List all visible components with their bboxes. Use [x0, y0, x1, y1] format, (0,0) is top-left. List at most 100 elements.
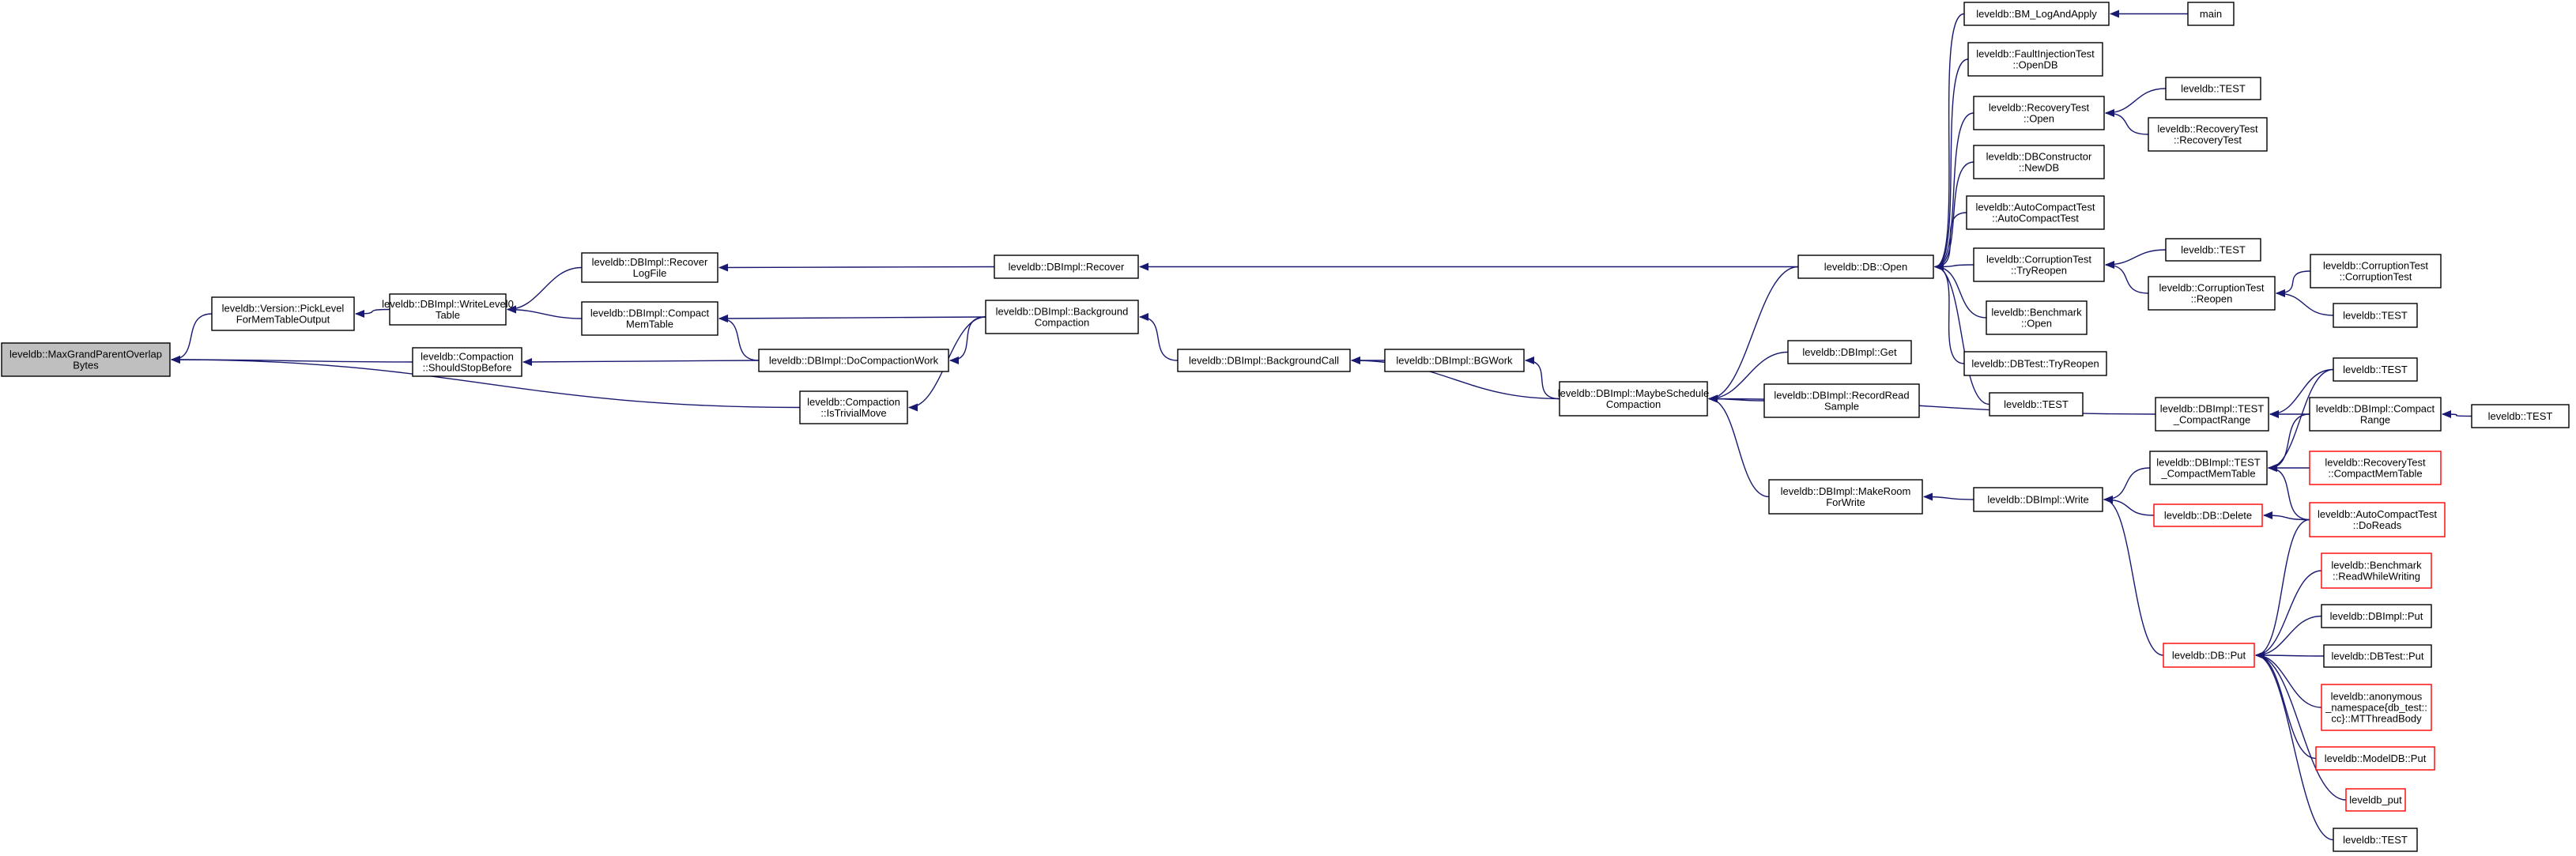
node-leveldbput[interactable]: leveldb_put [2345, 788, 2406, 812]
node-test_compactmem[interactable]: leveldb::DBImpl::TEST_CompactMemTable [2149, 451, 2268, 485]
node-faultopen[interactable]: leveldb::FaultInjectionTest::OpenDB [1967, 42, 2103, 77]
node-box[interactable] [994, 255, 1139, 279]
node-dbtestput[interactable]: leveldb::DBTest::Put [2323, 644, 2432, 668]
node-box[interactable] [799, 390, 908, 424]
node-box[interactable] [1989, 392, 2084, 417]
node-test_dcr[interactable]: leveldb::TEST [2471, 404, 2570, 428]
node-test_compactrange[interactable]: leveldb::DBImpl::TEST_CompactRange [2155, 397, 2269, 432]
node-box[interactable] [1973, 145, 2105, 179]
node-reccompactmem[interactable]: leveldb::RecoveryTest::CompactMemTable [2309, 451, 2442, 485]
node-box[interactable] [2153, 503, 2263, 527]
node-autodoreads[interactable]: leveldb::AutoCompactTest::DoReads [2309, 502, 2446, 537]
node-bmlog[interactable]: leveldb::BM_LogAndApply [1963, 2, 2110, 26]
node-box[interactable] [2345, 788, 2406, 812]
node-dbopen[interactable]: leveldb::DB::Open [1797, 255, 1934, 279]
node-dbimplput[interactable]: leveldb::DBImpl::Put [2321, 604, 2432, 628]
node-box[interactable] [2471, 404, 2570, 428]
node-box[interactable] [2309, 502, 2446, 537]
node-bgcall[interactable]: leveldb::DBImpl::BackgroundCall [1177, 349, 1351, 372]
node-box[interactable] [2321, 604, 2432, 628]
node-box[interactable] [2333, 303, 2418, 328]
node-autoctor[interactable]: leveldb::AutoCompactTest::AutoCompactTes… [1966, 195, 2105, 230]
node-dbtesttryreopen[interactable]: leveldb::DBTest::TryReopen [1963, 351, 2107, 376]
node-dbctor[interactable]: leveldb::DBConstructor::NewDB [1973, 145, 2105, 179]
node-box[interactable] [1, 342, 171, 377]
node-box[interactable] [2163, 643, 2255, 668]
node-box[interactable] [2315, 746, 2435, 771]
node-dbimplwrite[interactable]: leveldb::DBImpl::Write [1973, 487, 2103, 512]
node-box[interactable] [2155, 397, 2269, 432]
node-box[interactable] [1967, 42, 2103, 77]
node-box[interactable] [985, 300, 1139, 334]
node-box[interactable] [2321, 684, 2432, 731]
node-mtthread[interactable]: leveldb::anonymous_namespace{db_test::cc… [2321, 684, 2432, 731]
node-box[interactable] [2309, 451, 2442, 485]
node-test_cr[interactable]: leveldb::TEST [2333, 357, 2418, 382]
node-box[interactable] [2309, 397, 2442, 432]
node-recover[interactable]: leveldb::DBImpl::Recover [994, 255, 1139, 279]
node-box[interactable] [1973, 487, 2103, 512]
node-corrctor[interactable]: leveldb::CorruptionTest::CorruptionTest [2310, 254, 2442, 288]
node-box[interactable] [2187, 2, 2235, 26]
node-box[interactable] [1986, 300, 2088, 335]
node-dbcompactrange[interactable]: leveldb::DBImpl::CompactRange [2309, 397, 2442, 432]
node-main[interactable]: main [2187, 2, 2235, 26]
node-box[interactable] [581, 252, 718, 283]
node-box[interactable] [2165, 238, 2261, 262]
node-box[interactable] [2148, 276, 2276, 311]
node-box[interactable] [2323, 644, 2432, 668]
node-benchopen[interactable]: leveldb::Benchmark::Open [1986, 300, 2088, 335]
node-box[interactable] [1768, 479, 1923, 515]
node-box[interactable] [2333, 357, 2418, 382]
node-box[interactable] [1797, 255, 1934, 279]
node-test_corr[interactable]: leveldb::TEST [2165, 238, 2261, 262]
node-docompaction[interactable]: leveldb::DBImpl::DoCompactionWork [758, 349, 949, 372]
node-box[interactable] [1973, 96, 2105, 130]
node-bgwork[interactable]: leveldb::DBImpl::BGWork [1384, 349, 1525, 372]
node-compactmem[interactable]: leveldb::DBImpl::CompactMemTable [581, 301, 718, 336]
node-stopbefore[interactable]: leveldb::Compaction::ShouldStopBefore [412, 347, 522, 377]
node-dbput[interactable]: leveldb::DB::Put [2163, 643, 2255, 668]
node-benchrww[interactable]: leveldb::Benchmark::ReadWhileWriting [2321, 552, 2432, 589]
node-box[interactable] [1559, 381, 1708, 417]
node-modelput[interactable]: leveldb::ModelDB::Put [2315, 746, 2435, 771]
node-box[interactable] [1763, 383, 1920, 418]
node-box[interactable] [1963, 2, 2110, 26]
node-box[interactable] [2333, 828, 2418, 852]
node-box[interactable] [1177, 349, 1351, 372]
node-box[interactable] [1384, 349, 1525, 372]
node-box[interactable] [2149, 451, 2268, 485]
node-test_open[interactable]: leveldb::TEST [1989, 392, 2084, 417]
node-test_rec[interactable]: leveldb::TEST [2165, 77, 2261, 100]
node-box[interactable] [1963, 351, 2107, 376]
node-corrtryreopen[interactable]: leveldb::CorruptionTest::TryReopen [1973, 247, 2105, 282]
node-box[interactable] [581, 301, 718, 336]
node-box[interactable] [1787, 340, 1912, 364]
node-recopen[interactable]: leveldb::RecoveryTest::Open [1973, 96, 2105, 130]
node-box[interactable] [2148, 117, 2268, 152]
node-box[interactable] [758, 349, 949, 372]
node-box[interactable] [412, 347, 522, 377]
node-box[interactable] [1973, 247, 2105, 282]
node-box[interactable] [2321, 552, 2432, 589]
node-box[interactable] [389, 293, 507, 326]
node-dbimplget[interactable]: leveldb::DBImpl::Get [1787, 340, 1912, 364]
node-box[interactable] [2310, 254, 2442, 288]
node-box[interactable] [2165, 77, 2261, 100]
node-test_put[interactable]: leveldb::TEST [2333, 828, 2418, 852]
node-corrreopen[interactable]: leveldb::CorruptionTest::Reopen [2148, 276, 2276, 311]
node-trivial[interactable]: leveldb::Compaction::IsTrivialMove [799, 390, 908, 424]
node-recctor[interactable]: leveldb::RecoveryTest::RecoveryTest [2148, 117, 2268, 152]
node-pick[interactable]: leveldb::Version::PickLevelForMemTableOu… [211, 296, 355, 331]
node-box[interactable] [211, 296, 355, 331]
node-test_corr2[interactable]: leveldb::TEST [2333, 303, 2418, 328]
node-dbdelete[interactable]: leveldb::DB::Delete [2153, 503, 2263, 527]
node-box[interactable] [1966, 195, 2105, 230]
